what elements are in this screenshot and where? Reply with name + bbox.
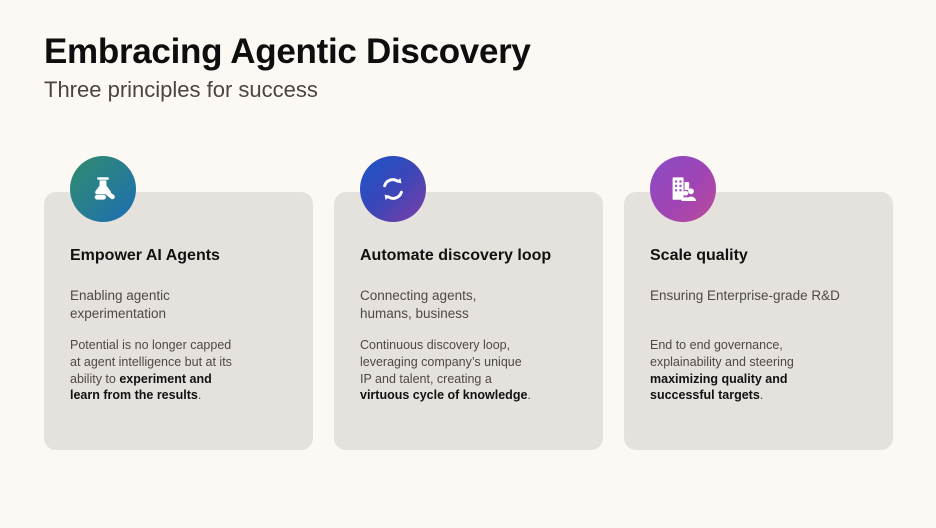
card-body-plain: Continuous discovery loop, leveraging co… [360,338,522,386]
card-body-emphasis: experiment and learn from the results [70,371,212,403]
card-title: Scale quality [650,247,748,264]
card-body-text: End to end governance, explainability an… [650,337,873,404]
principles-card-row: Empower AI Agents Enabling agentic exper… [44,156,893,450]
card-body-tail: . [759,388,764,403]
card-body-emphasis: maximizing quality and successful target… [650,371,788,403]
card-lead-text: Ensuring Enterprise-grade R&D [650,288,840,304]
card-body-plain: End to end governance, explainability an… [650,338,794,369]
page-subtitle: Three principles for success [44,77,318,103]
card-body-tail: . [527,388,531,403]
card-lead-text: Connecting agents, humans, business [360,288,477,321]
card-lead-text: Enabling agentic experimentation [70,288,170,321]
principle-card-automate-discovery-loop[interactable]: Automate discovery loop Connecting agent… [334,156,603,450]
card-body-tail: . [197,388,202,403]
card-body-text: Continuous discovery loop, leveraging co… [360,337,583,404]
card-body-text: Potential is no longer capped at agent i… [70,337,293,404]
principle-card-scale-quality[interactable]: Scale quality Ensuring Enterprise-grade … [624,156,893,450]
card-title: Automate discovery loop [360,247,552,264]
page-title: Embracing Agentic Discovery [44,32,531,71]
flask-experiment-icon [70,156,136,222]
card-body-emphasis: virtuous cycle of knowledge [360,388,528,403]
page-header: Embracing Agentic Discovery Three princi… [44,32,864,104]
sync-loop-icon [360,156,426,222]
card-title: Empower AI Agents [70,247,220,264]
card-body-plain: Potential is no longer capped at agent i… [70,338,232,386]
org-building-people-icon [650,156,716,222]
principle-card-empower-ai-agents[interactable]: Empower AI Agents Enabling agentic exper… [44,156,313,450]
